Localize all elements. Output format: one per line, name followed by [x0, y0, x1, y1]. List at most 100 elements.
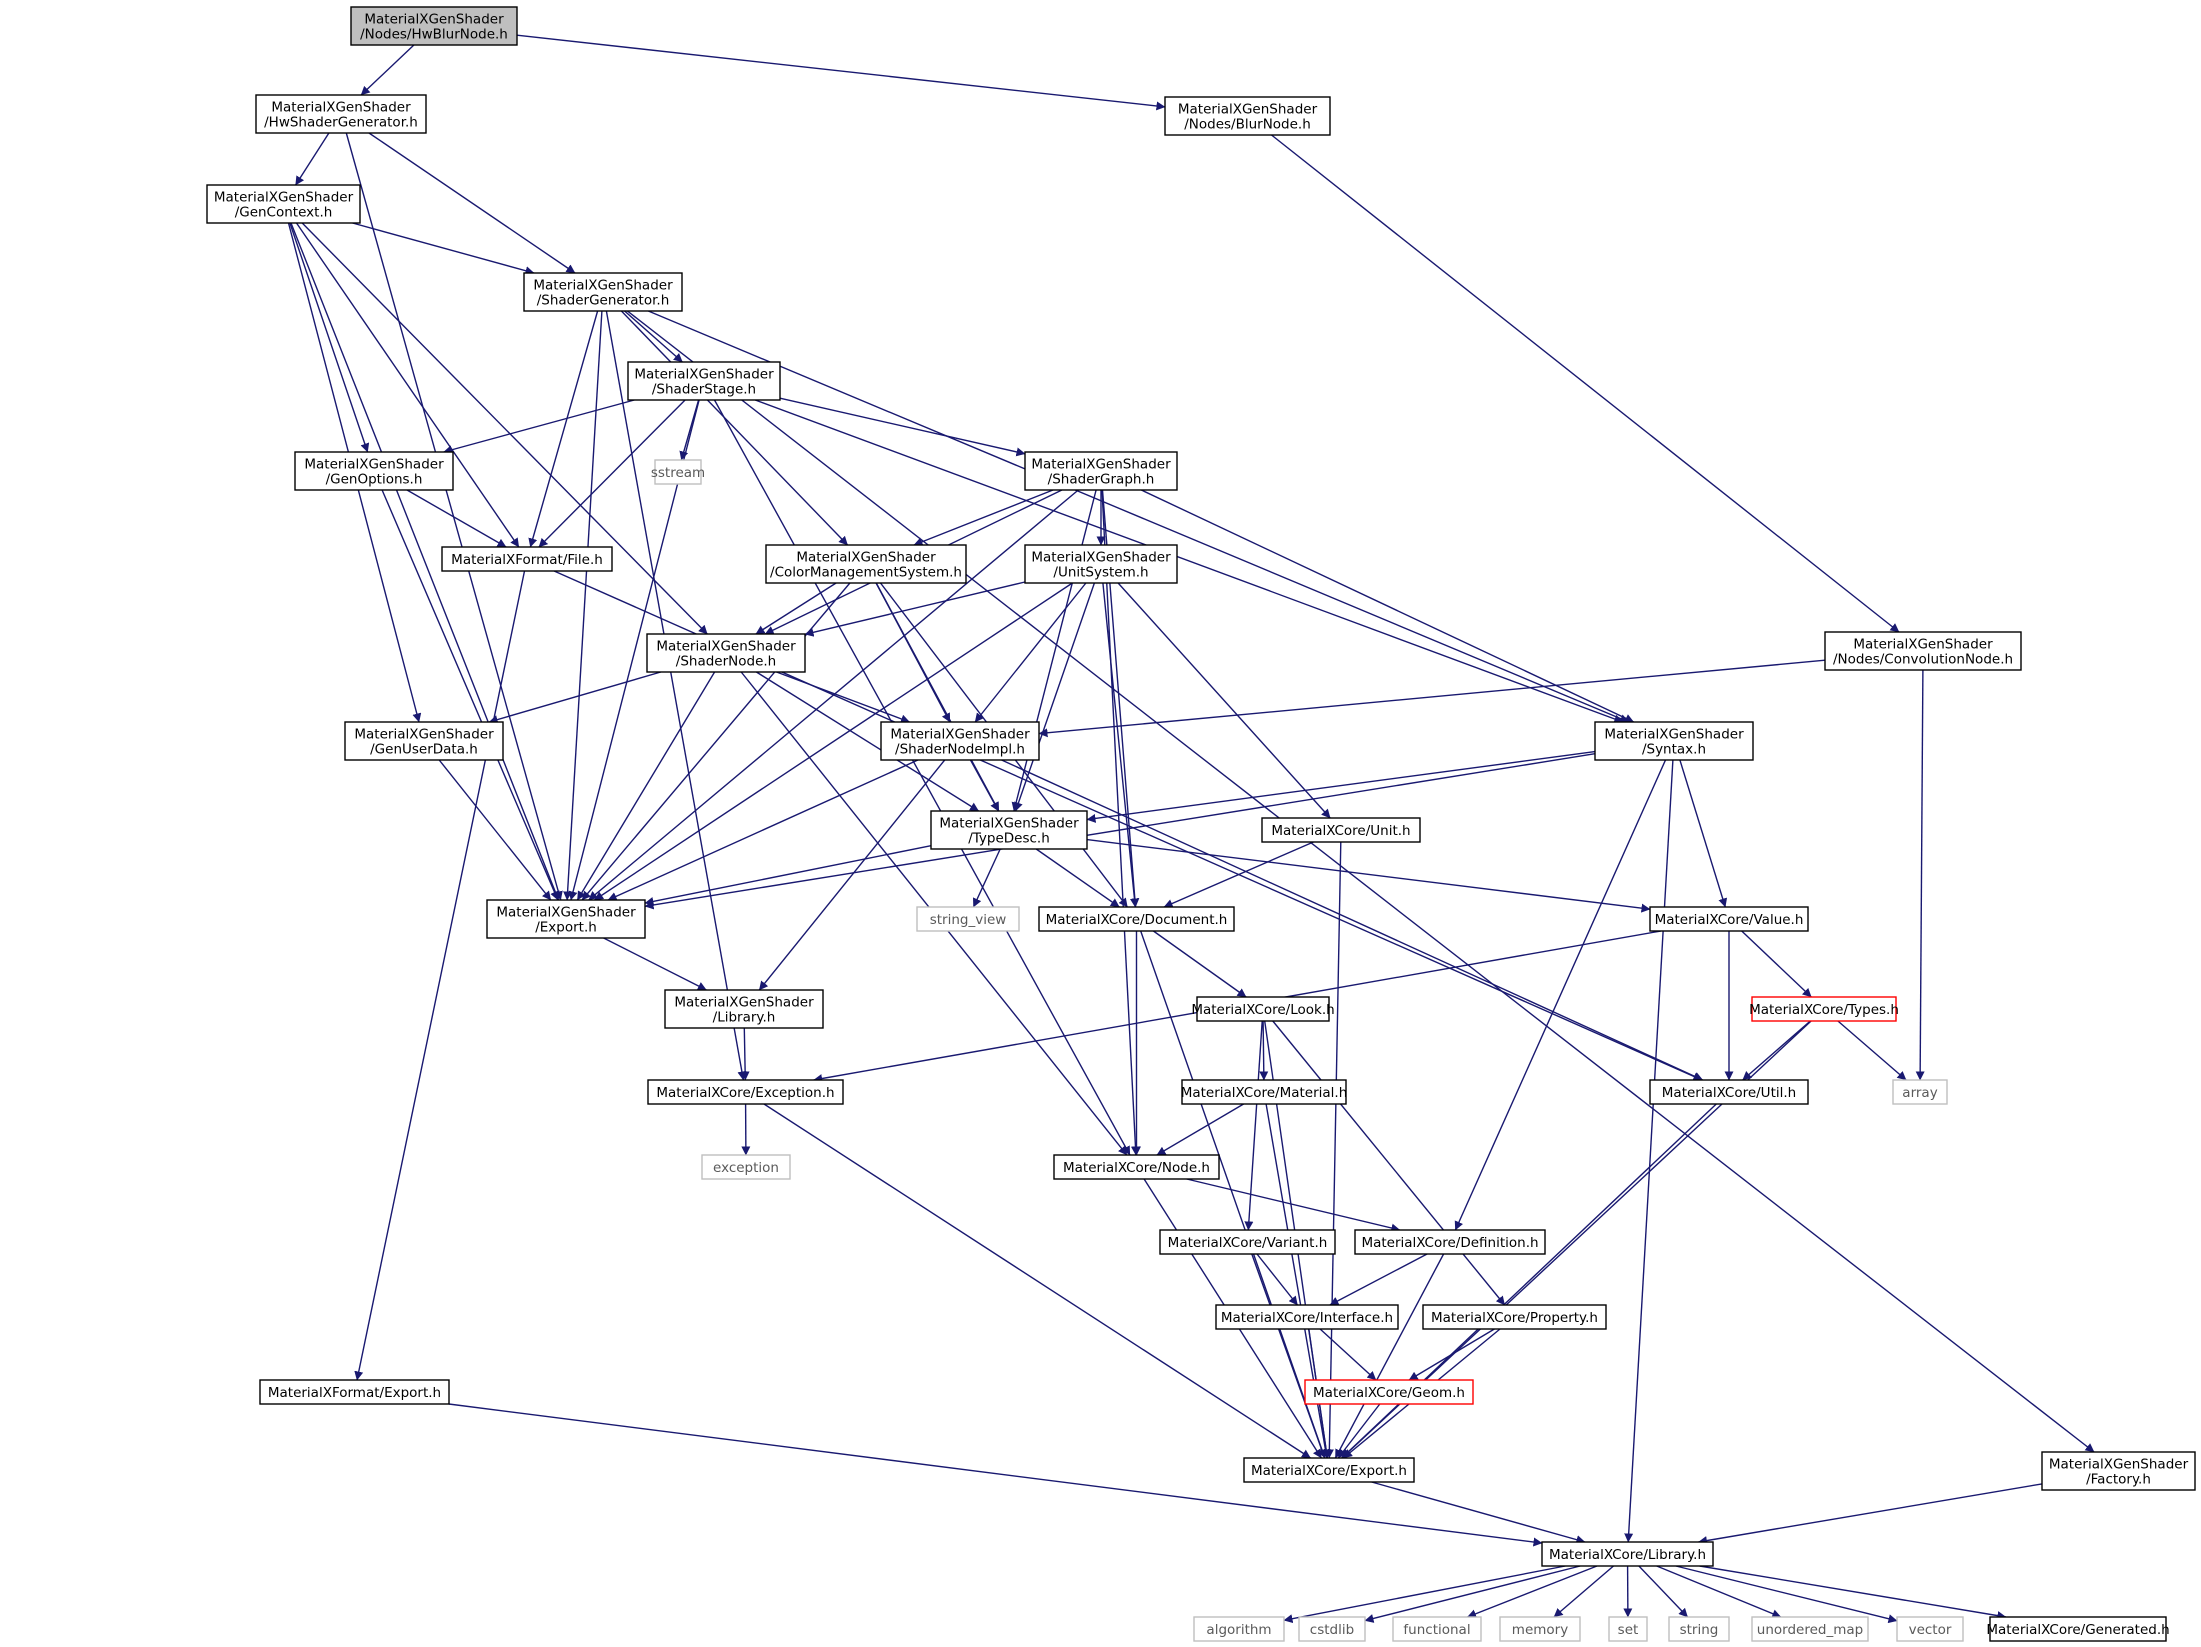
node-box — [1824, 631, 2022, 671]
node-exception[interactable]: MaterialXCore/Exception.h — [647, 1079, 844, 1105]
node-genctx[interactable]: MaterialXGenShader/GenContext.h — [206, 184, 361, 224]
node-label: /ColorManagementSystem.h — [770, 565, 962, 581]
node-definition[interactable]: MaterialXCore/Definition.h — [1354, 1229, 1546, 1255]
edge-genud-to-gsexport — [438, 759, 552, 901]
node-label: MaterialXGenShader — [1031, 550, 1171, 566]
node-file[interactable]: MaterialXFormat/File.h — [441, 546, 613, 572]
edge-snimpl-to-gslib — [758, 759, 946, 991]
edge-hwsg-to-sgen — [368, 132, 576, 274]
node-label: MaterialXCore/Export.h — [1251, 1463, 1407, 1479]
edge-sgen-to-factory — [626, 310, 2095, 1453]
node-box — [1608, 1616, 1648, 1642]
node-label: /ShaderNode.h — [676, 654, 776, 670]
node-variant[interactable]: MaterialXCore/Variant.h — [1159, 1229, 1336, 1255]
node-node[interactable]: MaterialXCore/Node.h — [1053, 1154, 1220, 1180]
edge-factory-to-corelib — [1698, 1483, 2043, 1546]
node-coreexport[interactable]: MaterialXCore/Export.h — [1243, 1457, 1415, 1483]
node-snode[interactable]: MaterialXGenShader/ShaderNode.h — [646, 633, 806, 673]
edge-exception-to-coreexport — [763, 1103, 1311, 1459]
edge-corelib-to-memory — [1553, 1565, 1614, 1618]
edge-definition-to-interface — [1329, 1253, 1428, 1306]
edge-syntax-to-gsexport — [644, 753, 1596, 910]
node-algorithm: algorithm — [1193, 1616, 1285, 1642]
node-exceptionstd: exception — [701, 1154, 791, 1180]
node-types[interactable]: MaterialXCore/Types.h — [1749, 996, 1899, 1022]
node-label: string_view — [930, 912, 1007, 928]
node-box — [1668, 1616, 1730, 1642]
node-look[interactable]: MaterialXCore/Look.h — [1191, 996, 1335, 1022]
node-label: unordered_map — [1757, 1622, 1863, 1638]
node-corelib[interactable]: MaterialXCore/Library.h — [1541, 1541, 1714, 1567]
edge-corelib-to-functional — [1467, 1565, 1598, 1619]
edge-snode-to-genud — [488, 671, 661, 724]
node-label: MaterialXGenShader — [656, 639, 796, 655]
edge-unitsys-to-snimpl — [974, 582, 1087, 723]
node-box — [1304, 1379, 1474, 1405]
node-functional: functional — [1392, 1616, 1482, 1642]
edge-sgen-to-file — [528, 310, 599, 548]
edge-types-to-util — [1742, 1020, 1811, 1081]
node-sgen[interactable]: MaterialXGenShader/ShaderGenerator.h — [523, 272, 683, 312]
node-cstdlib: cstdlib — [1298, 1616, 1366, 1642]
node-factory[interactable]: MaterialXGenShader/Factory.h — [2041, 1451, 2196, 1491]
node-blur[interactable]: MaterialXGenShader/Nodes/BlurNode.h — [1164, 96, 1331, 136]
node-util[interactable]: MaterialXCore/Util.h — [1649, 1079, 1809, 1105]
node-fmtexport[interactable]: MaterialXFormat/Export.h — [259, 1379, 450, 1405]
node-typedesc[interactable]: MaterialXGenShader/TypeDesc.h — [930, 810, 1088, 850]
node-box — [1164, 96, 1331, 136]
node-genud[interactable]: MaterialXGenShader/GenUserData.h — [344, 721, 504, 761]
node-label: MaterialXCore/Unit.h — [1271, 823, 1410, 839]
node-interface[interactable]: MaterialXCore/Interface.h — [1215, 1304, 1399, 1330]
edge-fmtexport-to-corelib — [448, 1403, 1543, 1547]
node-unit[interactable]: MaterialXCore/Unit.h — [1261, 817, 1421, 843]
node-unorderedmap: unordered_map — [1751, 1616, 1869, 1642]
edge-gsexport-to-gslib — [603, 937, 707, 991]
node-label: MaterialXFormat/File.h — [451, 552, 603, 568]
node-conv[interactable]: MaterialXGenShader/Nodes/ConvolutionNode… — [1824, 631, 2022, 671]
node-value[interactable]: MaterialXCore/Value.h — [1649, 906, 1809, 932]
edge-look-to-material — [1259, 1020, 1269, 1081]
edge-sstage-to-sstream — [679, 399, 700, 461]
node-cms[interactable]: MaterialXGenShader/ColorManagementSystem… — [765, 544, 967, 584]
node-hwblur[interactable]: MaterialXGenShader/Nodes/HwBlurNode.h — [350, 6, 518, 46]
node-label: MaterialXCore/Geom.h — [1313, 1385, 1465, 1401]
edge-unit-to-document — [1163, 841, 1314, 908]
edge-corelib-to-string — [1638, 1565, 1689, 1618]
node-box — [1751, 1616, 1869, 1642]
node-label: MaterialXCore/Generated.h — [1986, 1622, 2169, 1638]
node-geom[interactable]: MaterialXCore/Geom.h — [1304, 1379, 1474, 1405]
node-sgraph[interactable]: MaterialXGenShader/ShaderGraph.h — [1024, 451, 1178, 491]
edge-sgraph-to-typedesc — [1011, 489, 1097, 812]
node-material[interactable]: MaterialXCore/Material.h — [1181, 1079, 1348, 1105]
node-gsexport[interactable]: MaterialXGenShader/Export.h — [486, 899, 646, 939]
edge-property-to-geom — [1408, 1328, 1495, 1381]
node-label: MaterialXCore/Definition.h — [1361, 1235, 1538, 1251]
node-box — [523, 272, 683, 312]
edge-sstage-to-node — [713, 399, 1131, 1156]
node-generated[interactable]: MaterialXCore/Generated.h — [1986, 1616, 2170, 1642]
node-vector: vector — [1896, 1616, 1964, 1642]
node-string: string — [1668, 1616, 1730, 1642]
node-snimpl[interactable]: MaterialXGenShader/ShaderNodeImpl.h — [880, 721, 1040, 761]
node-label: MaterialXGenShader — [364, 12, 504, 28]
edge-corelib-to-vector — [1675, 1565, 1898, 1624]
node-genopt[interactable]: MaterialXGenShader/GenOptions.h — [294, 451, 454, 491]
node-box — [1896, 1616, 1964, 1642]
node-box — [1038, 906, 1235, 932]
node-sstream: sstream — [651, 459, 705, 485]
node-label: /Export.h — [535, 920, 597, 936]
node-document[interactable]: MaterialXCore/Document.h — [1038, 906, 1235, 932]
node-property[interactable]: MaterialXCore/Property.h — [1422, 1304, 1607, 1330]
edge-interface-to-geom — [1319, 1328, 1377, 1381]
node-hwsg[interactable]: MaterialXGenShader/HwShaderGenerator.h — [255, 94, 427, 134]
node-box — [916, 906, 1020, 932]
edge-sstage-to-genopt — [443, 399, 635, 455]
node-label: /GenOptions.h — [326, 472, 423, 488]
node-box — [1053, 1154, 1220, 1180]
node-sstage[interactable]: MaterialXGenShader/ShaderStage.h — [627, 361, 781, 401]
edge-sgen-to-cms — [620, 310, 849, 546]
node-label: MaterialXGenShader — [304, 457, 444, 473]
node-gslib[interactable]: MaterialXGenShader/Library.h — [664, 989, 824, 1029]
node-syntax[interactable]: MaterialXGenShader/Syntax.h — [1594, 721, 1754, 761]
node-unitsys[interactable]: MaterialXGenShader/UnitSystem.h — [1024, 544, 1178, 584]
